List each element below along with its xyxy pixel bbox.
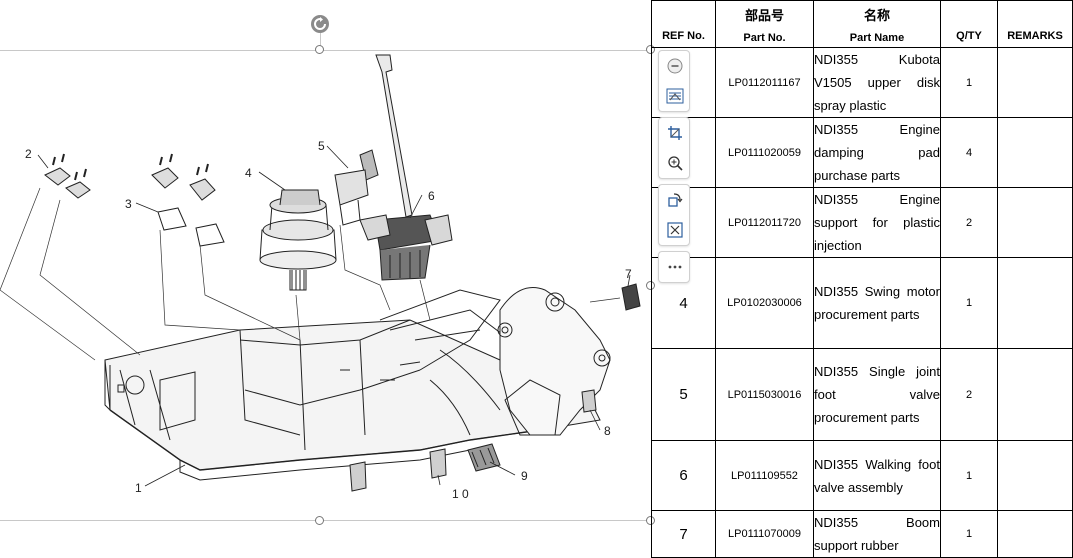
header-qty: Q/TY: [940, 0, 998, 48]
callout-3: 3: [125, 197, 132, 211]
ref-cell: 5: [651, 348, 716, 441]
rotate-handle-icon[interactable]: [311, 15, 329, 33]
table-row[interactable]: 2 LP0111020059 NDI355 Engine damping pad…: [651, 117, 1073, 188]
callout-10: 1 0: [452, 487, 469, 501]
part-no-cell: LP0102030006: [715, 257, 814, 349]
callout-9: 9: [521, 469, 528, 483]
qty-cell: 1: [940, 257, 998, 349]
callout-6: 6: [428, 189, 435, 203]
remarks-cell: [997, 440, 1073, 511]
part-no-cell: LP0111020059: [715, 117, 814, 188]
exploded-parts-drawing[interactable]: 1 2 3 4 5 6 7 8 9 1 0: [0, 40, 648, 510]
table-row[interactable]: 6 LP011109552 NDI355 Walking foot valve …: [651, 440, 1073, 511]
ref-cell: 7: [651, 510, 716, 558]
crop-icon[interactable]: [659, 118, 691, 148]
part-no-cell: LP0115030016: [715, 348, 814, 441]
part-name-cell: NDI355 Engine damping pad purchase parts: [813, 117, 941, 188]
part-no-cell: LP0112011167: [715, 47, 814, 118]
remarks-cell: [997, 117, 1073, 188]
rotate-icon[interactable]: [659, 185, 691, 215]
qty-cell: 2: [940, 348, 998, 441]
resize-handle-bottom[interactable]: [315, 516, 324, 525]
ref-cell: 6: [651, 440, 716, 511]
resize-handle-top[interactable]: [315, 45, 324, 54]
remarks-cell: [997, 47, 1073, 118]
part-name-cell: NDI355 Engine support for plastic inject…: [813, 187, 941, 258]
header-remarks: REMARKS: [997, 0, 1073, 48]
qty-cell: 4: [940, 117, 998, 188]
selection-border-bottom: [0, 520, 651, 521]
table-row[interactable]: 7 LP0111070009 NDI355 Boom support rubbe…: [651, 510, 1073, 558]
toolbar-group-more: [658, 251, 690, 283]
callout-7: 7: [625, 267, 632, 281]
toolbar-group-zoom: [658, 50, 690, 112]
callout-8: 8: [604, 424, 611, 438]
zoom-in-icon[interactable]: [659, 148, 691, 178]
part-name-cell: NDI355 Kubota V1505 upper disk spray pla…: [813, 47, 941, 118]
qty-cell: 1: [940, 440, 998, 511]
table-row[interactable]: 3 LP0112011720 NDI355 Engine support for…: [651, 187, 1073, 258]
selection-border-top: [0, 50, 651, 51]
image-toolbar: [658, 50, 690, 288]
qty-cell: 1: [940, 47, 998, 118]
part-name-cell: NDI355 Boom support rubber: [813, 510, 941, 558]
layout-icon[interactable]: [659, 81, 691, 111]
table-row[interactable]: 4 LP0102030006 NDI355 Swing motor procur…: [651, 257, 1073, 349]
callout-2: 2: [25, 147, 32, 161]
fit-icon[interactable]: [659, 215, 691, 245]
callout-4: 4: [245, 166, 252, 180]
part-name-cell: NDI355 Walking foot valve assembly: [813, 440, 941, 511]
qty-cell: 2: [940, 187, 998, 258]
zoom-out-icon[interactable]: [659, 51, 691, 81]
toolbar-group-transform: [658, 184, 690, 246]
table-row[interactable]: 5 LP0115030016 NDI355 Single joint foot …: [651, 348, 1073, 441]
remarks-cell: [997, 510, 1073, 558]
part-no-cell: LP0112011720: [715, 187, 814, 258]
part-name-cell: NDI355 Single joint foot valve procureme…: [813, 348, 941, 441]
remarks-cell: [997, 348, 1073, 441]
part-no-cell: LP011109552: [715, 440, 814, 511]
toolbar-group-edit: [658, 117, 690, 179]
header-ref: REF No.: [651, 0, 716, 48]
part-name-cell: NDI355 Swing motor procurement parts: [813, 257, 941, 349]
remarks-cell: [997, 257, 1073, 349]
qty-cell: 1: [940, 510, 998, 558]
remarks-cell: [997, 187, 1073, 258]
callout-1: 1: [135, 481, 142, 495]
part-no-cell: LP0111070009: [715, 510, 814, 558]
rotate-connector: [320, 33, 321, 47]
table-row[interactable]: 1 LP0112011167 NDI355 Kubota V1505 upper…: [651, 47, 1073, 118]
more-icon[interactable]: [659, 252, 691, 282]
callout-5: 5: [318, 139, 325, 153]
